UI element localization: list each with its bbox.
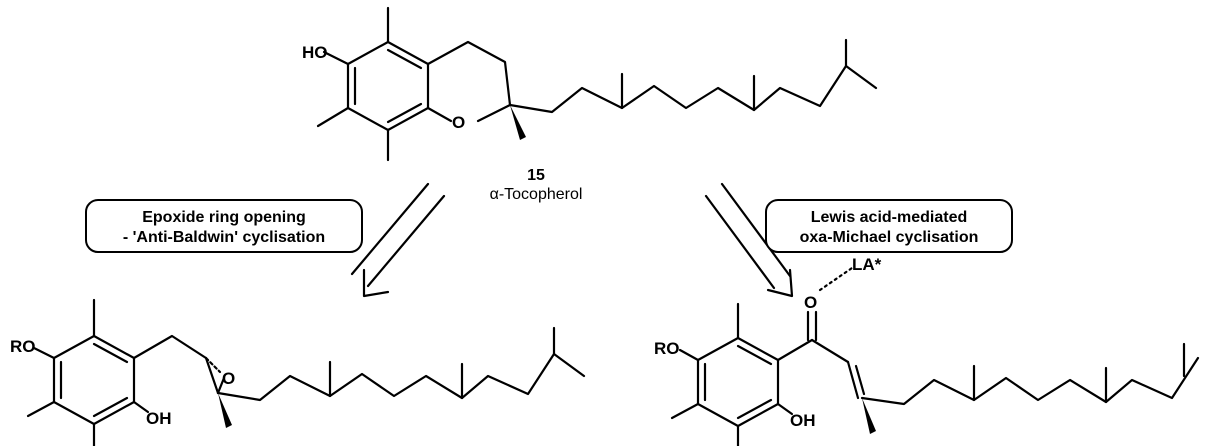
aromatic-double-bond xyxy=(736,344,773,366)
enone-double-bond xyxy=(846,360,860,400)
lewis-acid-coordination xyxy=(818,266,854,292)
aromatic-ring-bonds xyxy=(346,40,430,132)
aromatic-ring-bonds xyxy=(52,334,136,426)
stereo-wedge xyxy=(510,105,526,140)
ether-label: RO xyxy=(654,339,680,358)
ether-label: RO xyxy=(10,337,36,356)
hydroxyl-bond xyxy=(322,50,350,66)
right-box-line1: Lewis acid-mediated xyxy=(811,209,968,226)
stereo-wedge xyxy=(218,393,232,428)
side-chain-bonds xyxy=(508,64,878,114)
tocopherol-structure: HO O xyxy=(302,6,878,162)
compound-name: α-Tocopherol xyxy=(490,186,583,203)
enone-double-bond xyxy=(854,364,866,396)
side-chain-bonds xyxy=(216,352,586,402)
ring-oxygen-bond xyxy=(426,106,453,123)
aromatic-double-bond xyxy=(386,102,423,124)
stereo-wedge xyxy=(862,398,876,434)
aromatic-double-bond xyxy=(92,342,129,364)
benzylic-chain xyxy=(132,334,208,360)
epoxide-co-bond xyxy=(216,376,226,395)
epoxide-oxygen-label: O xyxy=(222,369,235,388)
lewis-acid-label: LA* xyxy=(852,255,882,274)
epoxide-precursor-structure: RO OH O xyxy=(10,298,586,446)
methyl-bond xyxy=(670,402,700,420)
ring-oxygen-label: O xyxy=(452,113,465,132)
aryl-ketone-bond xyxy=(776,338,814,362)
chroman-ring-bonds xyxy=(426,40,512,107)
epoxide-co-bond xyxy=(204,356,222,374)
phenol-bond xyxy=(776,402,794,416)
carbonyl-oxygen-label: O xyxy=(804,293,817,312)
left-box-line2: - 'Anti-Baldwin' cyclisation xyxy=(123,229,325,246)
right-retro-arrow xyxy=(704,182,794,298)
enone-single-bond xyxy=(810,338,850,364)
methyl-bond xyxy=(26,400,56,418)
ether-bond xyxy=(32,346,56,360)
right-route-box: Lewis acid-mediated oxa-Michael cyclisat… xyxy=(765,199,1013,253)
enone-precursor-structure: RO OH O LA* xyxy=(654,255,1200,446)
side-chain-bonds xyxy=(860,356,1200,406)
compound-number: 15 xyxy=(527,167,545,184)
ring-oxygen-bond xyxy=(476,103,512,123)
phenol-bond xyxy=(132,400,150,414)
phenol-label: OH xyxy=(790,411,816,430)
aromatic-double-bond xyxy=(736,398,773,420)
methyl-bond xyxy=(316,106,350,128)
hydroxyl-label: HO xyxy=(302,43,328,62)
ether-bond xyxy=(678,348,700,362)
left-box-line1: Epoxide ring opening xyxy=(142,209,306,226)
aromatic-double-bond xyxy=(386,48,423,70)
aromatic-ring-bonds xyxy=(696,336,780,428)
aromatic-double-bond xyxy=(92,396,129,418)
epoxide-cc-bond xyxy=(204,356,220,395)
right-box-line2: oxa-Michael cyclisation xyxy=(800,229,979,246)
left-route-box: Epoxide ring opening - 'Anti-Baldwin' cy… xyxy=(85,199,363,253)
left-retro-arrow xyxy=(350,182,446,298)
phenol-label: OH xyxy=(146,409,172,428)
